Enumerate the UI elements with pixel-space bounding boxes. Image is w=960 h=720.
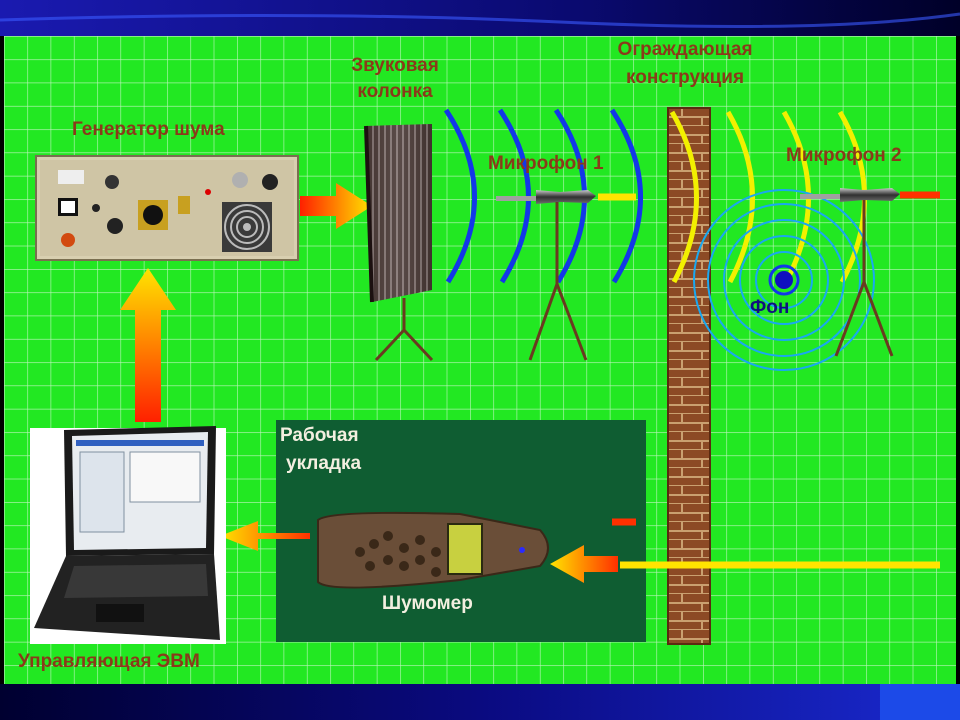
sound-level-meter-device bbox=[317, 511, 549, 589]
microphone-1 bbox=[496, 190, 596, 361]
footer-bar bbox=[0, 684, 960, 720]
arrow-generator-to-speaker bbox=[300, 183, 372, 229]
noise-generator-device bbox=[35, 155, 299, 261]
wall-label-line1: Ограждающая bbox=[617, 39, 753, 60]
background-noise-source bbox=[775, 271, 793, 289]
arrow-meter-to-computer bbox=[220, 521, 310, 551]
laptop-computer bbox=[30, 426, 226, 644]
workspace-label-line1: Рабочая bbox=[280, 425, 359, 446]
arrow-computer-to-generator bbox=[120, 268, 176, 422]
footer-accent-block bbox=[880, 684, 960, 720]
meter-label: Шумомер bbox=[382, 593, 473, 614]
arrow-wire-to-meter bbox=[550, 545, 618, 583]
generator-label: Генератор шума bbox=[72, 119, 225, 140]
computer-label: Управляющая ЭВМ bbox=[18, 651, 200, 672]
background-noise-rings bbox=[693, 189, 875, 371]
wall-structure bbox=[667, 107, 711, 645]
microphone-2 bbox=[800, 188, 900, 357]
wall-label-line2: конструкция bbox=[625, 67, 745, 88]
speaker-label-line2: колонка bbox=[357, 81, 433, 102]
speaker-label-line1: Звуковая bbox=[351, 55, 439, 76]
background-label: Фон bbox=[750, 297, 790, 318]
signal-wires bbox=[598, 191, 944, 569]
microphone-2-label: Микрофон 2 bbox=[786, 145, 902, 166]
microphone-1-label: Микрофон 1 bbox=[488, 153, 604, 174]
workspace-label-line2: укладка bbox=[286, 453, 362, 474]
speaker-device bbox=[364, 124, 434, 362]
